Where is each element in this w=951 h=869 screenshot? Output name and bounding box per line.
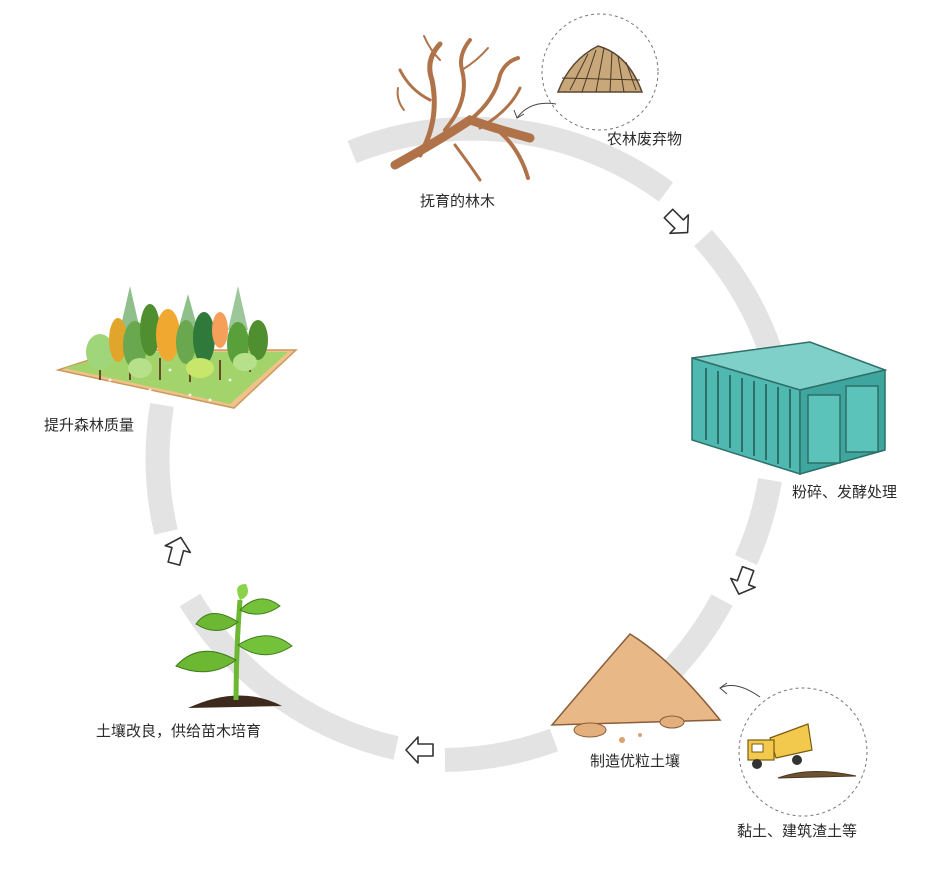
clay-pointer-arrow <box>719 685 761 698</box>
ring-segment-right-lower <box>661 594 733 681</box>
straw-bundle-icon <box>556 45 644 93</box>
label-make-soil: 制造优粒土壤 <box>590 752 681 770</box>
waste-dashed-circle <box>541 13 659 131</box>
clay-pointer-head <box>719 682 728 695</box>
label-agri-forest-waste: 农林废弃物 <box>607 130 683 148</box>
label-soil-improve: 土壤改良，供给苗木培育 <box>96 722 262 740</box>
ring-segment-right <box>734 477 782 565</box>
waste-pointer-head <box>513 109 525 119</box>
dump-truck-icon <box>747 723 857 779</box>
arrow-left-up-icon <box>164 536 192 566</box>
clay-dashed-circle <box>738 687 868 817</box>
label-tended-trees: 抚育的林木 <box>420 192 496 210</box>
arrow-bottom-left-icon <box>405 736 434 764</box>
label-forest-quality: 提升森林质量 <box>44 416 135 434</box>
cycle-arrows <box>164 208 756 764</box>
arrow-right-down-icon <box>729 565 756 595</box>
waste-pointer-arrow <box>516 102 557 119</box>
label-clay-waste: 黏土、建筑渣土等 <box>737 822 858 840</box>
ring-segment-left <box>145 403 178 535</box>
branch-icon <box>390 35 535 182</box>
ring-segment-bottom <box>444 728 559 772</box>
label-crush-ferment: 粉碎、发酵处理 <box>792 483 898 501</box>
soil-pile-icon <box>550 633 722 743</box>
arrow-top-right-icon <box>663 208 690 235</box>
ring-segment-right-upper <box>694 229 782 355</box>
container-icon <box>691 341 888 476</box>
forest-patch-icon <box>55 286 298 409</box>
seedling-icon <box>175 584 293 708</box>
